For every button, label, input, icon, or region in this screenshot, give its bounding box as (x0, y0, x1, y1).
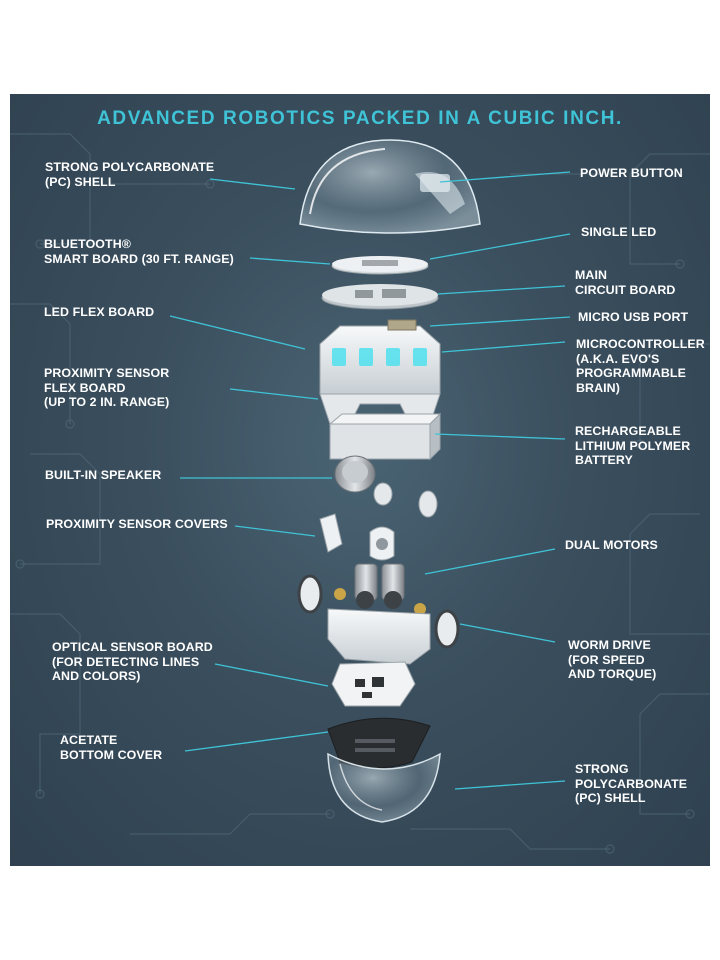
leader-lines (169, 171, 571, 790)
dual-motors (334, 563, 426, 615)
label-battery: RECHARGEABLE LITHIUM POLYMER BATTERY (575, 424, 691, 468)
label-optical-board: OPTICAL SENSOR BOARD (FOR DETECTING LINE… (52, 640, 213, 684)
label-speaker: BUILT-IN SPEAKER (45, 468, 162, 482)
wheels (297, 574, 460, 649)
page-title: ADVANCED ROBOTICS PACKED IN A CUBIC INCH… (97, 108, 623, 129)
label-dual-motors: DUAL MOTORS (565, 538, 658, 552)
main-board (321, 284, 439, 310)
lower-chassis (327, 608, 431, 665)
speaker (334, 455, 376, 493)
label-power-button: POWER BUTTON (580, 166, 683, 180)
side-parts (373, 482, 438, 518)
label-bluetooth-board: BLUETOOTH® SMART BOARD (30 FT. RANGE) (44, 237, 234, 266)
label-shell-top: STRONG POLYCARBONATE (PC) SHELL (45, 160, 215, 189)
bottom-shell (327, 752, 441, 823)
diagram-panel: ADVANCED ROBOTICS PACKED IN A CUBIC INCH… (10, 94, 710, 866)
label-led-flex-board: LED FLEX BOARD (44, 305, 155, 319)
label-shell-bottom: STRONG POLYCARBONATE (PC) SHELL (575, 762, 688, 806)
label-microcontroller: MICROCONTROLLER (A.K.A. EVO'S PROGRAMMAB… (576, 337, 705, 395)
label-proximity-flex-board: PROXIMITY SENSOR FLEX BOARD (UP TO 2 IN.… (44, 366, 170, 410)
label-single-led: SINGLE LED (581, 225, 657, 239)
proximity-covers (319, 513, 395, 561)
led-flex-assembly (319, 319, 441, 425)
bluetooth-board (331, 256, 429, 275)
label-acetate-cover: ACETATE BOTTOM COVER (60, 733, 163, 762)
label-main-circuit-board: MAIN CIRCUIT BOARD (575, 268, 676, 297)
top-shell (299, 139, 481, 234)
label-micro-usb-port: MICRO USB PORT (578, 310, 689, 324)
battery (328, 412, 442, 461)
circuit-background (10, 133, 710, 854)
acetate-cover (327, 717, 431, 769)
label-worm-drive: WORM DRIVE (FOR SPEED AND TORQUE) (568, 638, 657, 682)
robot-illustration (169, 139, 571, 823)
label-proximity-covers: PROXIMITY SENSOR COVERS (46, 517, 228, 531)
optical-board (331, 661, 416, 707)
